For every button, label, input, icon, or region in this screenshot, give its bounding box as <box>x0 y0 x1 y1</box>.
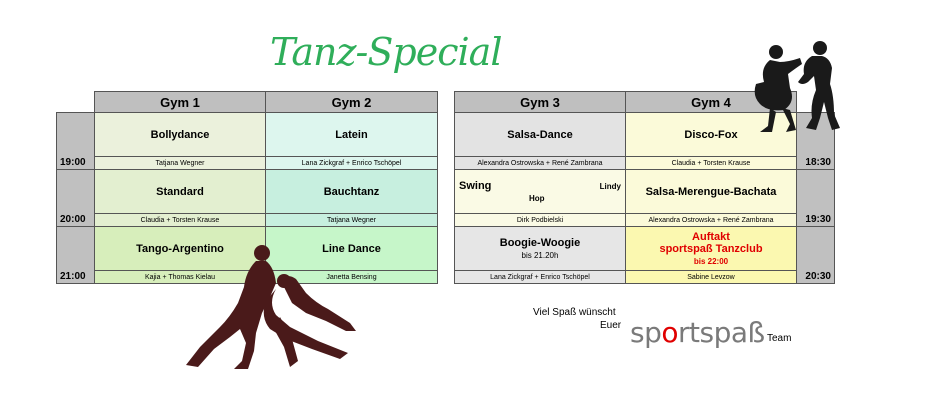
instructor-cell: Tatjana Wegner <box>265 213 438 227</box>
instructor-cell: Lana Zickgraf + Enrico Tschöpel <box>265 156 438 170</box>
dance-note: bis 22:00 <box>693 257 729 266</box>
instructor-cell: Sabine Levzow <box>625 270 797 284</box>
swing-dancers-icon <box>754 41 840 132</box>
footer-team: Team <box>767 333 792 344</box>
dance-part: Swing <box>459 180 492 192</box>
instructor-cell: Dirk Podbielski <box>454 213 626 227</box>
instructor-cell: Kajia + Thomas Kielau <box>94 270 266 284</box>
instructor-cell: Tatjana Wegner <box>94 156 266 170</box>
instructor-cell: Alexandra Ostrowska + René Zambrana <box>625 213 797 227</box>
dance-cell: Bauchtanz <box>265 169 438 214</box>
time-slot: 20:00 <box>56 169 95 227</box>
instructor-cell: Claudia + Torsten Krause <box>94 213 266 227</box>
footer-greeting: Viel Spaß wünscht <box>533 307 616 318</box>
time-slot: 19:00 <box>56 112 95 170</box>
dance-title: Auftakt <box>692 231 730 243</box>
dance-part: Lindy <box>599 182 621 191</box>
instructor-cell: Janetta Bensing <box>265 270 438 284</box>
time-slot: 21:00 <box>56 226 95 284</box>
schedule-left-table: Gym 1 Gym 2 19:00 Bollydance Latein Tatj… <box>56 91 438 284</box>
instructor-cell: Alexandra Ostrowska + René Zambrana <box>454 156 626 170</box>
dance-title: Boogie-Woogie <box>499 237 581 249</box>
dance-cell: Swing Hop Lindy <box>454 169 626 214</box>
instructor-cell: Lana Zickgraf + Enrico Tschöpel <box>454 270 626 284</box>
dance-note: bis 21.20h <box>521 251 559 260</box>
corner-blank <box>56 91 95 113</box>
dance-cell: Disco-Fox <box>625 112 797 157</box>
dance-cell: Standard <box>94 169 266 214</box>
header-gym2: Gym 2 <box>265 91 438 113</box>
dance-cell: Boogie-Woogie bis 21.20h <box>454 226 626 271</box>
dance-part: Hop <box>529 194 545 203</box>
time-slot: 20:30 <box>796 226 835 284</box>
sportspass-logo: sportspaß <box>630 316 765 349</box>
schedule-right-table: Gym 3 Gym 4 Salsa-Dance Disco-Fox 18:30 … <box>454 91 835 284</box>
dance-cell: Auftakt sportspaß Tanzclub bis 22:00 <box>625 226 797 271</box>
dance-cell: Tango-Argentino <box>94 226 266 271</box>
dance-cell: Salsa-Dance <box>454 112 626 157</box>
tango-dancers-icon <box>186 245 356 369</box>
dance-cell: Bollydance <box>94 112 266 157</box>
dance-cell: Salsa-Merengue-Bachata <box>625 169 797 214</box>
time-slot: 19:30 <box>796 169 835 227</box>
dance-subtitle: sportspaß Tanzclub <box>659 243 763 255</box>
footer-euer: Euer <box>600 320 622 331</box>
header-gym1: Gym 1 <box>94 91 266 113</box>
dance-cell: Latein <box>265 112 438 157</box>
instructor-cell: Claudia + Torsten Krause <box>625 156 797 170</box>
page-title: Tanz-Special <box>270 30 502 74</box>
header-gym3: Gym 3 <box>454 91 626 113</box>
